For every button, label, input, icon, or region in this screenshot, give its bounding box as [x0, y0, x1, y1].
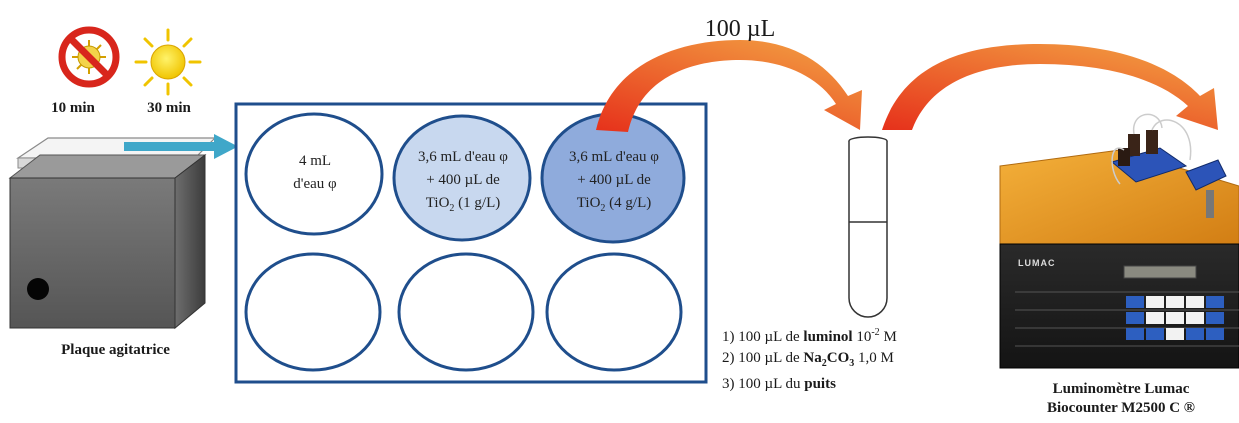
curved-arrow-tube-to-luminometer-icon [882, 44, 1218, 130]
luminometer-model: Biocounter M2500 C ® [1006, 399, 1236, 418]
well-water-line: d'eau φ [260, 173, 370, 196]
well-tio2-4gl-label: 3,6 mL d'eau φ + 400 µL de TiO2 (4 g/L) [548, 146, 680, 220]
stir-plate [10, 138, 215, 328]
well-water-line: 4 mL [260, 150, 370, 173]
legend-line-carbonate: 2) 100 µL de Na2CO3 1,0 M [722, 348, 897, 374]
transfer-volume-label: 100 µL [690, 16, 790, 43]
well-label-line: + 400 µL de [548, 169, 680, 192]
luminometer-name: Luminomètre Lumac [1006, 380, 1236, 399]
luminometer-display [1124, 266, 1196, 278]
sun-icon [136, 30, 200, 94]
well-label-line: 3,6 mL d'eau φ [398, 146, 528, 169]
well-empty [399, 254, 533, 370]
keypad [1126, 296, 1224, 340]
uv-on-duration: 30 min [140, 100, 198, 117]
well-label-line: TiO2 (4 g/L) [548, 192, 680, 220]
well-tio2-1gl-label: 3,6 mL d'eau φ + 400 µL de TiO2 (1 g/L) [398, 146, 528, 220]
test-tube [849, 137, 887, 317]
legend-line-luminol: 1) 100 µL de luminol 10-2 M [722, 322, 897, 348]
stir-plate-label: Plaque agitatrice [28, 342, 203, 359]
well-water-label: 4 mL d'eau φ [260, 150, 370, 196]
well-empty [246, 254, 380, 370]
luminometer-brand: LUMAC [1018, 258, 1056, 268]
luminometer [1000, 114, 1239, 368]
luminometer-label: Luminomètre Lumac Biocounter M2500 C ® [1006, 380, 1236, 418]
uv-off-duration: 10 min [48, 100, 98, 117]
no-uv-icon [62, 30, 116, 84]
well-label-line: + 400 µL de [398, 169, 528, 192]
legend-line-well: 3) 100 µL du puits [722, 374, 897, 395]
well-label-line: TiO2 (1 g/L) [398, 192, 528, 220]
reagent-legend: 1) 100 µL de luminol 10-2 M 2) 100 µL de… [722, 322, 897, 395]
well-empty [547, 254, 681, 370]
stir-knob-icon [27, 278, 49, 300]
well-label-line: 3,6 mL d'eau φ [548, 146, 680, 169]
